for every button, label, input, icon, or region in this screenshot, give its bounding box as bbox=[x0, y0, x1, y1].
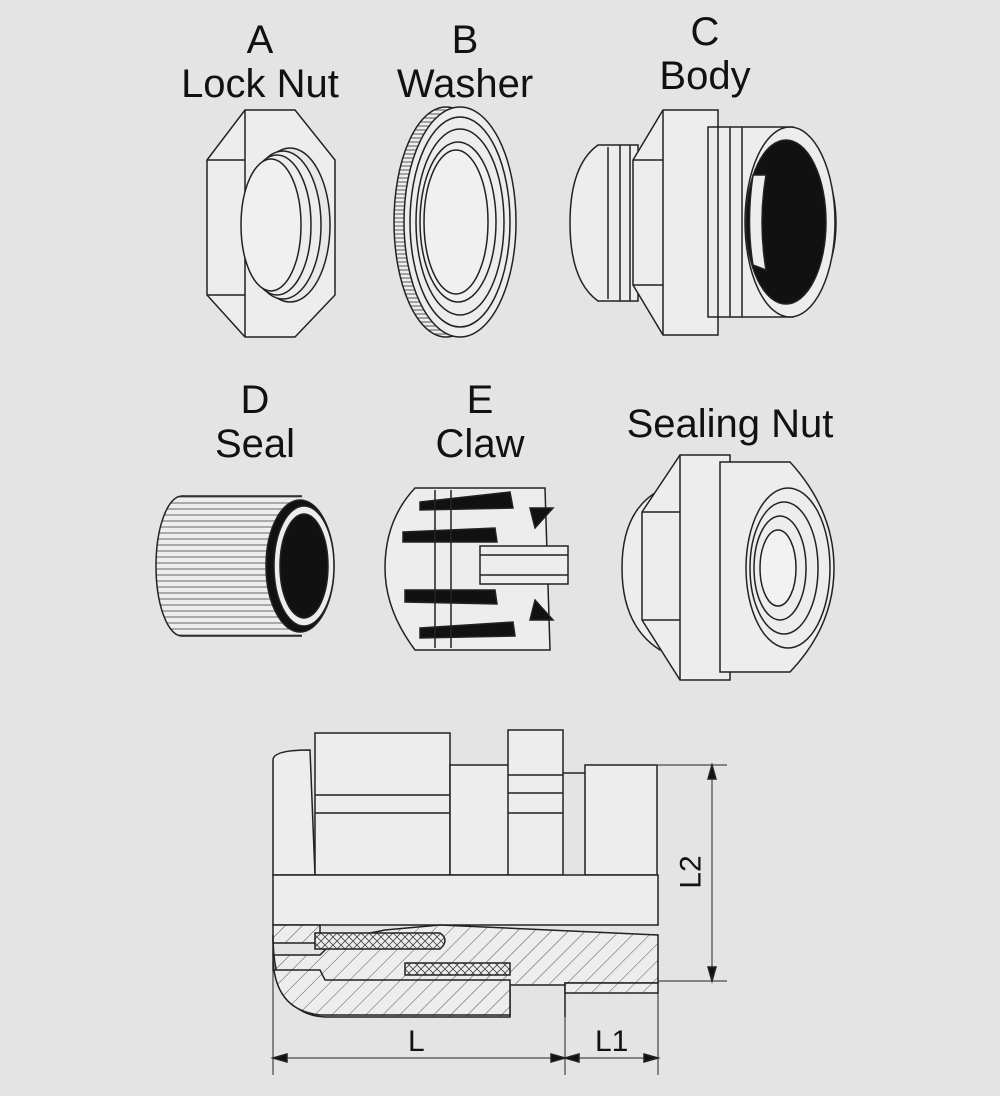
part-name-lock-nut: Lock Nut bbox=[181, 62, 339, 106]
lock-nut-label: A Lock Nut bbox=[170, 18, 350, 106]
part-name-body: Body bbox=[659, 54, 751, 98]
body-drawing bbox=[569, 109, 837, 336]
part-letter-d: D bbox=[240, 378, 270, 422]
sealing-nut-label: Sealing Nut bbox=[600, 402, 860, 446]
body-label: C Body bbox=[615, 10, 795, 98]
part-name-seal: Seal bbox=[214, 422, 296, 466]
part-name-sealing-nut: Sealing Nut bbox=[626, 402, 834, 446]
part-letter-b: B bbox=[451, 18, 479, 62]
seal-drawing bbox=[155, 495, 335, 637]
claw-label: E Claw bbox=[390, 378, 570, 466]
seal-label: D Seal bbox=[165, 378, 345, 466]
part-letter-a: A bbox=[246, 18, 274, 62]
part-letter-c: C bbox=[690, 10, 720, 54]
sealing-nut-drawing bbox=[621, 454, 835, 681]
part-name-washer: Washer bbox=[396, 62, 534, 106]
part-letter-e: E bbox=[466, 378, 494, 422]
lock-nut-drawing bbox=[206, 109, 336, 338]
claw-drawing bbox=[384, 487, 569, 651]
dimension-l2-label: L2 bbox=[674, 855, 708, 889]
dimension-l1-label: L1 bbox=[595, 1025, 629, 1058]
dimension-l-label: L bbox=[408, 1025, 425, 1058]
washer-label: B Washer bbox=[375, 18, 555, 106]
assembly-section-drawing bbox=[270, 729, 727, 1075]
washer-drawing bbox=[393, 106, 517, 338]
part-name-claw: Claw bbox=[435, 422, 525, 466]
